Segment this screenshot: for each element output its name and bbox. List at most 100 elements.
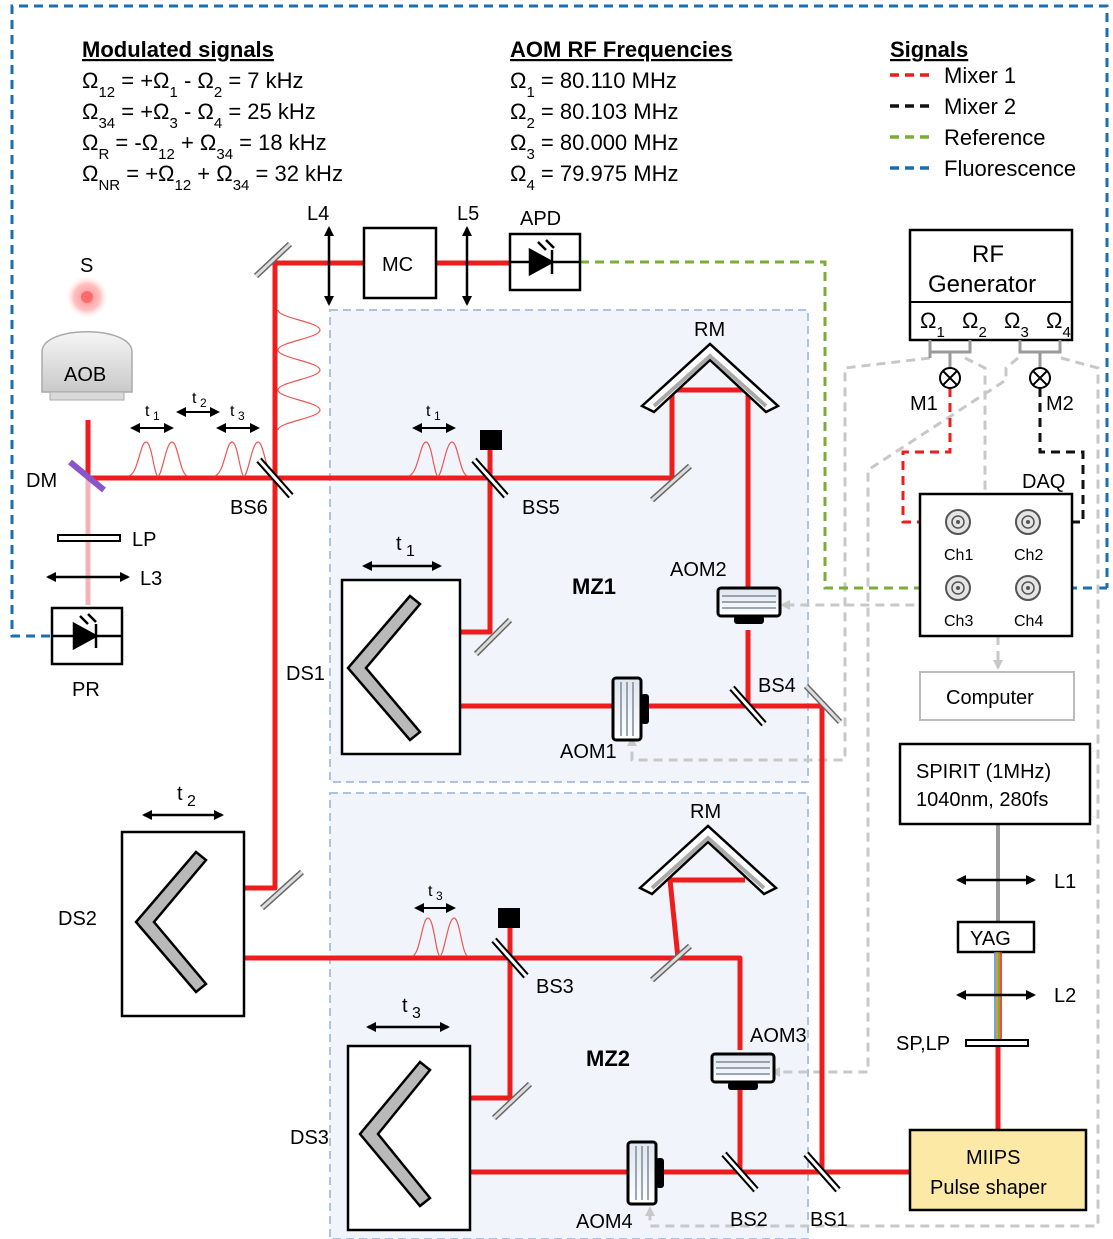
aom-frequency-row: Ω4 = 79.975 MHz [510, 161, 678, 194]
bs3-label: BS3 [536, 976, 574, 998]
ch4-label: Ch4 [1014, 613, 1043, 630]
aom1-device [611, 676, 649, 742]
svg-text:2: 2 [187, 793, 196, 810]
miips-line1: MIIPS [966, 1147, 1020, 1169]
ch1-label: Ch1 [944, 547, 973, 564]
rf-port-label: Ω3 [1004, 308, 1029, 341]
beam-splitter-bs3 [491, 937, 529, 979]
beam-splitter-bs5 [471, 457, 509, 499]
legend-heading: Signals [890, 37, 968, 62]
aom3-device [710, 1052, 776, 1090]
objective-body [41, 331, 133, 393]
aom4-device [626, 1140, 664, 1206]
aom2-label: AOM2 [670, 559, 727, 581]
apd-icon [510, 239, 580, 277]
svg-text:t: t [396, 533, 402, 555]
fold-mirror-faces [260, 464, 842, 1120]
l2-label: L2 [1054, 985, 1076, 1007]
yag-label: YAG [970, 928, 1011, 950]
l5-label: L5 [457, 203, 479, 225]
m2-label: M2 [1046, 393, 1074, 415]
delay-stage-ds1 [340, 578, 462, 756]
ds2-label: DS2 [58, 908, 97, 930]
miips-shaper-box [908, 1128, 1088, 1212]
bs1-label: BS1 [810, 1209, 848, 1231]
objective-base [49, 391, 125, 401]
aob-label: AOB [64, 364, 106, 386]
svg-text:1: 1 [153, 409, 160, 423]
computer-box [919, 671, 1075, 721]
delay-stage-ds2 [120, 830, 246, 1018]
modulated-row: ΩNR = +Ω12 + Ω34 = 32 kHz [82, 161, 343, 194]
modulated-row: Ω12 = +Ω1 - Ω2 = 7 kHz [82, 68, 304, 101]
svg-text:3: 3 [238, 409, 245, 423]
bs2-label: BS2 [730, 1209, 768, 1231]
ds3-label: DS3 [290, 1127, 329, 1149]
roof-mirror-2 [637, 824, 779, 896]
pulse-spacing-markers [130, 407, 456, 913]
aom-frequency-row: Ω1 = 80.110 MHz [510, 68, 677, 101]
aom1-label: AOM1 [560, 741, 617, 763]
lp-label: LP [132, 529, 156, 551]
rf-control-lines [627, 356, 1100, 1228]
modulated-row: ΩR = -Ω12 + Ω34 = 18 kHz [82, 130, 327, 163]
computer-label: Computer [946, 687, 1034, 709]
bs6-label: BS6 [230, 497, 268, 519]
bs4-label: BS4 [758, 675, 796, 697]
l1-label: L1 [1054, 871, 1076, 893]
pr-label: PR [72, 679, 100, 701]
beam-splitter-bs6 [256, 457, 294, 499]
dichroic-mirror [68, 459, 106, 493]
mc-label: MC [382, 254, 413, 276]
mz2-label: MZ2 [586, 1046, 630, 1071]
rf-port-label: Ω4 [1046, 308, 1071, 341]
fold-mirror-top-face [254, 242, 292, 278]
beam-dump-1 [480, 430, 502, 450]
svg-text:t: t [145, 403, 150, 420]
miips-line2: Pulse shaper [930, 1177, 1047, 1199]
rm2-label: RM [690, 801, 721, 823]
svg-text:3: 3 [436, 889, 443, 903]
mixer-m2-icon [1029, 367, 1051, 389]
mixer-m1-icon [939, 367, 961, 389]
sp-lp-filter [965, 1039, 1029, 1047]
daq-box [918, 492, 1074, 638]
ds1-label: DS1 [286, 663, 325, 685]
ch2-label: Ch2 [1014, 547, 1043, 564]
roof-mirror-1 [639, 342, 781, 414]
daq-label: DAQ [1022, 471, 1065, 493]
mixer1-signal-line [901, 388, 952, 527]
legend-label: Fluorescence [944, 156, 1076, 181]
mz1-label: MZ1 [572, 574, 616, 599]
aom2-device [716, 586, 782, 624]
legend-label: Reference [944, 125, 1046, 150]
pulse-train-vertical [277, 309, 321, 431]
source-dot [81, 291, 93, 303]
rf-feed-lines [928, 340, 1062, 368]
apd-label: APD [520, 208, 561, 230]
aom-frequency-row: Ω3 = 80.000 MHz [510, 130, 678, 163]
aom3-label: AOM3 [750, 1025, 807, 1047]
aom4-label: AOM4 [576, 1211, 633, 1233]
rf-port-label: Ω1 [920, 308, 945, 341]
modulated-row: Ω34 = +Ω3 - Ω4 = 25 kHz [82, 99, 316, 132]
beam-splitter-bs4 [729, 685, 767, 727]
bs5-label: BS5 [522, 497, 560, 519]
beam-dump-2 [498, 908, 520, 928]
beam-splitter-bs1 [803, 1151, 841, 1193]
dm-label: DM [26, 470, 57, 492]
spirit-laser-box [898, 742, 1092, 826]
ch4-connector [1015, 575, 1041, 601]
svg-text:3: 3 [412, 1005, 421, 1022]
reference-signal-line [580, 260, 932, 593]
aom-heading: AOM RF Frequencies [510, 37, 732, 62]
legend-label: Mixer 2 [944, 94, 1016, 119]
